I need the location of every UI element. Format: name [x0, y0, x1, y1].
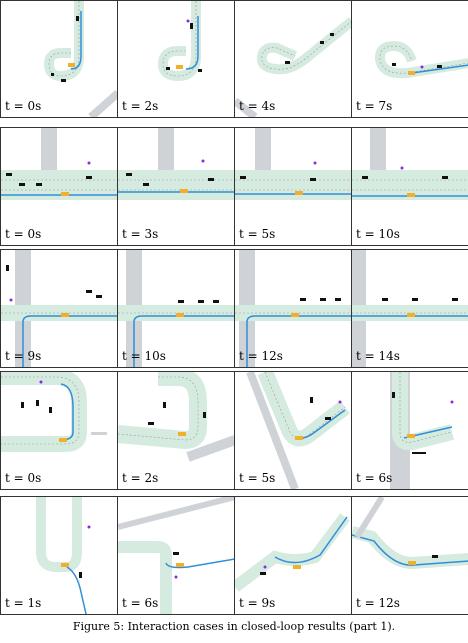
panel-r3-c4: t = 14s: [351, 250, 468, 367]
scene-r3-c1: [1, 250, 118, 367]
scene-r1-c4: [374, 40, 468, 79]
panel-r3-c1: t = 9s: [0, 250, 118, 367]
figure-caption: Figure 5: Interaction cases in closed-lo…: [72, 620, 396, 633]
scene-r2-c4: [352, 128, 468, 200]
timestamp-r4-c4: t = 6s: [356, 471, 393, 485]
timestamp-r2-c3: t = 5s: [239, 227, 276, 241]
timestamp-r1-c2: t = 2s: [122, 99, 159, 113]
scene-r2-c3: [235, 128, 352, 200]
panel-r1-c2: t = 2s: [117, 1, 235, 117]
panel-r4-c3: t = 5s: [234, 372, 352, 489]
timestamp-r3-c1: t = 9s: [5, 349, 42, 363]
figure-row-3: t = 9s t = 10s: [0, 249, 468, 368]
panel-r1-c1: t = 0s: [0, 1, 118, 117]
panel-r4-c1: t = 0s: [0, 372, 118, 489]
scene-r1-c2: [157, 1, 202, 82]
panel-r1-c3: t = 4s: [234, 1, 352, 117]
timestamp-r4-c2: t = 2s: [122, 471, 159, 485]
scene-r5-c4: [352, 497, 468, 570]
scene-r3-c2: [118, 250, 235, 367]
scene-r1-c1: [43, 1, 118, 117]
panel-r2-c2: t = 3s: [117, 128, 235, 245]
panel-r2-c4: t = 10s: [351, 128, 468, 245]
panel-r5-c4: t = 12s: [351, 497, 468, 614]
scene-r3-c4: [352, 250, 468, 367]
timestamp-r2-c2: t = 3s: [122, 227, 159, 241]
timestamp-r1-c4: t = 7s: [356, 99, 393, 113]
scene-r3-c3: [235, 250, 352, 367]
timestamp-r2-c4: t = 10s: [356, 227, 400, 241]
timestamp-r5-c2: t = 6s: [122, 596, 159, 610]
timestamp-r3-c4: t = 14s: [356, 349, 400, 363]
panel-r5-c1: t = 1s: [0, 497, 118, 614]
timestamp-r5-c4: t = 12s: [356, 596, 400, 610]
panel-r2-c1: t = 0s: [0, 128, 118, 245]
panel-r3-c2: t = 10s: [117, 250, 235, 367]
timestamp-r5-c1: t = 1s: [5, 596, 42, 610]
timestamp-r3-c3: t = 12s: [239, 349, 283, 363]
timestamp-r4-c1: t = 0s: [5, 471, 42, 485]
timestamp-r4-c3: t = 5s: [239, 471, 276, 485]
scene-r5-c2: [118, 497, 235, 614]
scene-r2-c1: [1, 128, 118, 200]
panel-r4-c4: t = 6s: [351, 372, 468, 489]
figure-row-4: t = 0s t = 2s: [0, 371, 468, 490]
panel-r2-c3: t = 5s: [234, 128, 352, 245]
scene-r4-c3: [246, 372, 350, 489]
figure-row-1: t = 0s t = 2s: [0, 0, 468, 118]
timestamp-r1-c3: t = 4s: [239, 99, 276, 113]
scene-r1-c3: [235, 17, 352, 117]
panel-r3-c3: t = 12s: [234, 250, 352, 367]
scene-r4-c1: [1, 372, 107, 452]
panel-r1-c4: t = 7s: [351, 1, 468, 117]
panel-r5-c3: t = 9s: [234, 497, 352, 614]
figure-row-5: t = 1s t = 6s t = 9s: [0, 496, 468, 615]
timestamp-r2-c1: t = 0s: [5, 227, 42, 241]
scene-r2-c2: [118, 128, 235, 200]
scene-r5-c3: [235, 513, 350, 592]
scene-r4-c4: [390, 372, 454, 489]
scene-r4-c2: [118, 372, 235, 462]
timestamp-r5-c3: t = 9s: [239, 596, 276, 610]
timestamp-r1-c1: t = 0s: [5, 99, 42, 113]
panel-r4-c2: t = 2s: [117, 372, 235, 489]
scene-r5-c1: [36, 497, 91, 614]
panel-r5-c2: t = 6s: [117, 497, 235, 614]
figure-row-2: t = 0s t = 3s: [0, 127, 468, 246]
timestamp-r3-c2: t = 10s: [122, 349, 166, 363]
